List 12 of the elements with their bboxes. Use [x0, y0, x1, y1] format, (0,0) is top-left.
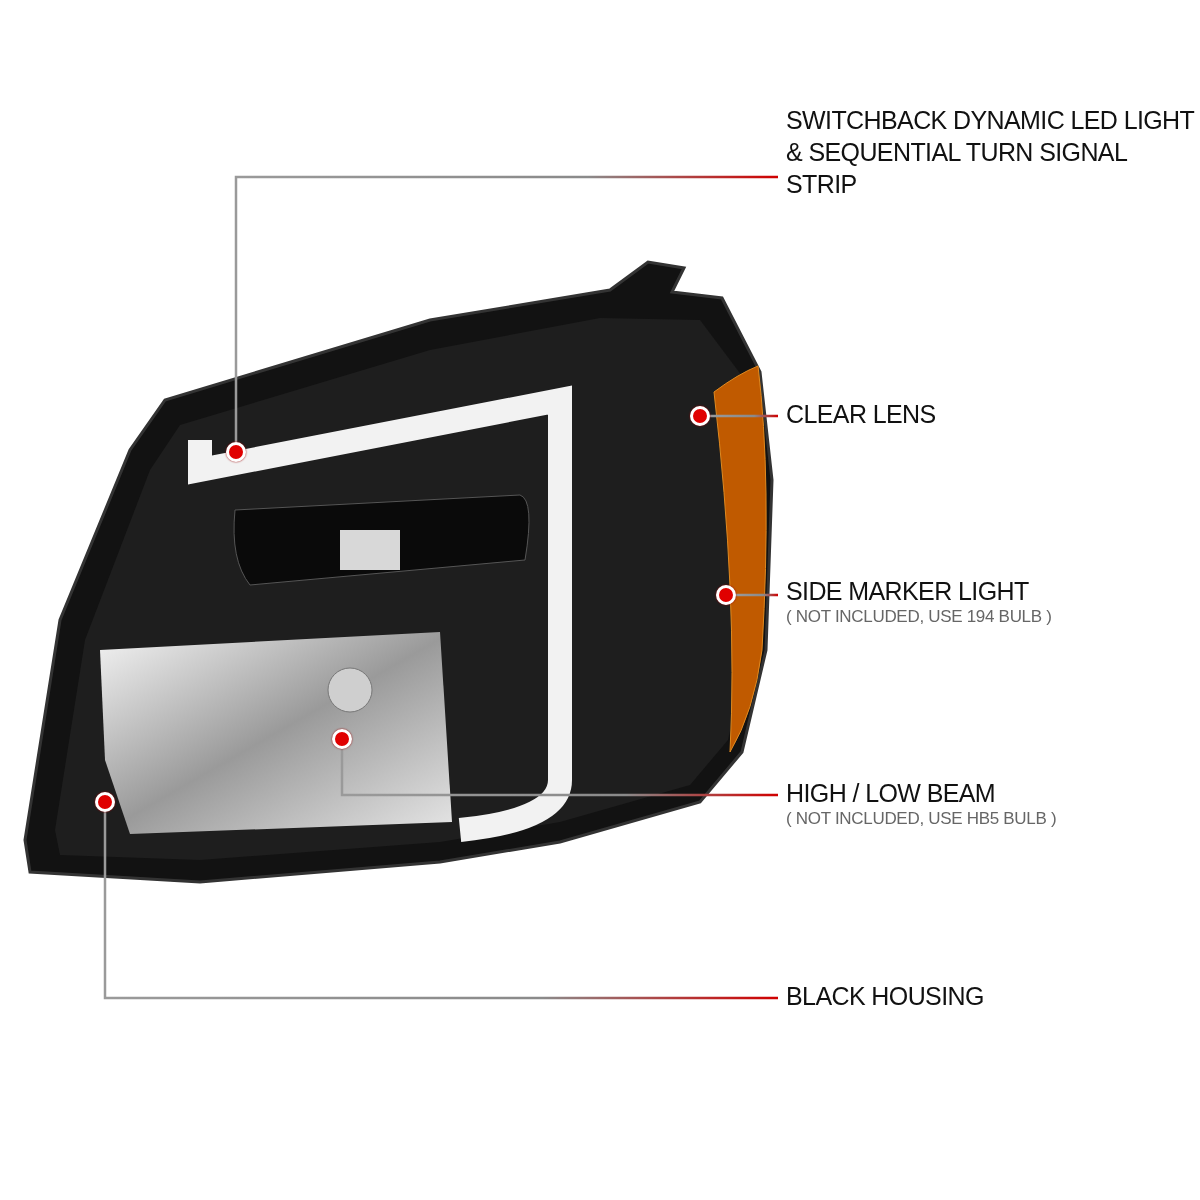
leader-line [103, 812, 778, 1000]
callout-label: SWITCHBACK DYNAMIC LED LIGHT & SEQUENTIAL TURN SIGNAL STRIP [786, 105, 1196, 200]
bulb-note: ( NOT INCLUDED, USE 194 BULB ) [786, 607, 1053, 627]
callout-label: SIDE MARKER LIGHT [786, 576, 1030, 607]
leader-line [234, 175, 778, 442]
leader-line [736, 593, 778, 597]
bulb-note: ( NOT INCLUDED, USE HB5 BULB ) [786, 809, 1058, 829]
callout-label: CLEAR LENS [786, 399, 937, 430]
leader-line [340, 749, 778, 797]
callout-label: BLACK HOUSING [786, 981, 985, 1012]
leader-line [710, 414, 778, 418]
callout-label: HIGH / LOW BEAM [786, 778, 997, 809]
